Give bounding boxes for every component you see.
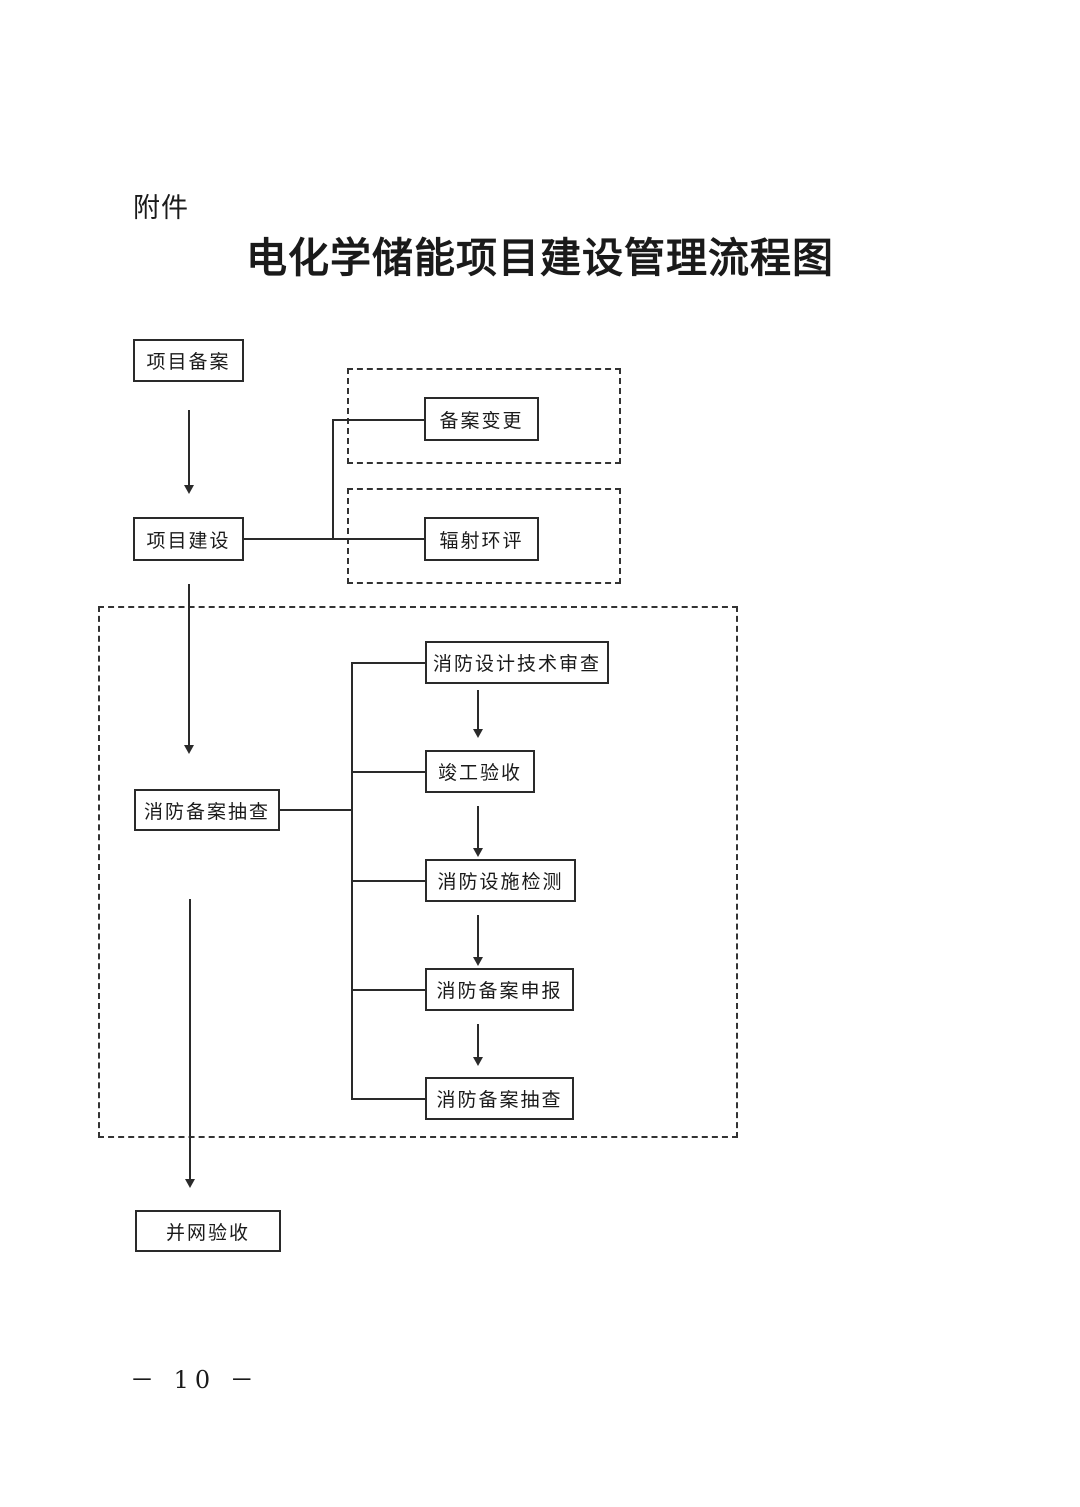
connector-to-filing-change [332, 419, 425, 421]
node-fire-filing-check-sub: 消防备案抽查 [425, 1077, 574, 1120]
filing-change-group [347, 368, 621, 464]
arrow-fire-check-to-grid [185, 899, 195, 1188]
connector-fire-check-branch [279, 809, 352, 811]
annex-label: 附件 [133, 193, 189, 224]
connector-branch-vertical [332, 419, 334, 540]
node-fire-facility-test: 消防设施检测 [425, 859, 576, 902]
arrow-completion-to-test [473, 806, 483, 857]
arrow-report-to-check [473, 1024, 483, 1066]
node-grid-acceptance: 并网验收 [135, 1210, 281, 1252]
page-title: 电化学储能项目建设管理流程图 [246, 234, 834, 282]
radiation-eia-group [347, 488, 621, 584]
node-project-filing: 项目备案 [133, 339, 244, 382]
node-completion-acceptance: 竣工验收 [425, 750, 535, 793]
node-radiation-eia: 辐射环评 [424, 517, 539, 561]
arrow-review-to-completion [473, 690, 483, 738]
connector-to-design-review [351, 662, 426, 664]
node-fire-filing-check: 消防备案抽查 [134, 789, 280, 831]
node-project-construction: 项目建设 [133, 517, 244, 561]
connector-to-completion [351, 771, 426, 773]
connector-to-facility-test [351, 880, 426, 882]
fire-protection-group [98, 606, 738, 1138]
connector-construction-branch [243, 538, 425, 540]
connector-to-filing-check-sub [351, 1098, 426, 1100]
node-fire-design-review: 消防设计技术审查 [425, 641, 609, 684]
page-number: － 10 － [130, 1366, 260, 1394]
node-filing-change: 备案变更 [424, 397, 539, 441]
arrow-test-to-report [473, 915, 483, 966]
arrow-filing-to-construction [184, 410, 194, 494]
connector-to-filing-report [351, 989, 426, 991]
arrow-construction-to-fire-check [184, 584, 194, 754]
node-fire-filing-report: 消防备案申报 [425, 968, 574, 1011]
